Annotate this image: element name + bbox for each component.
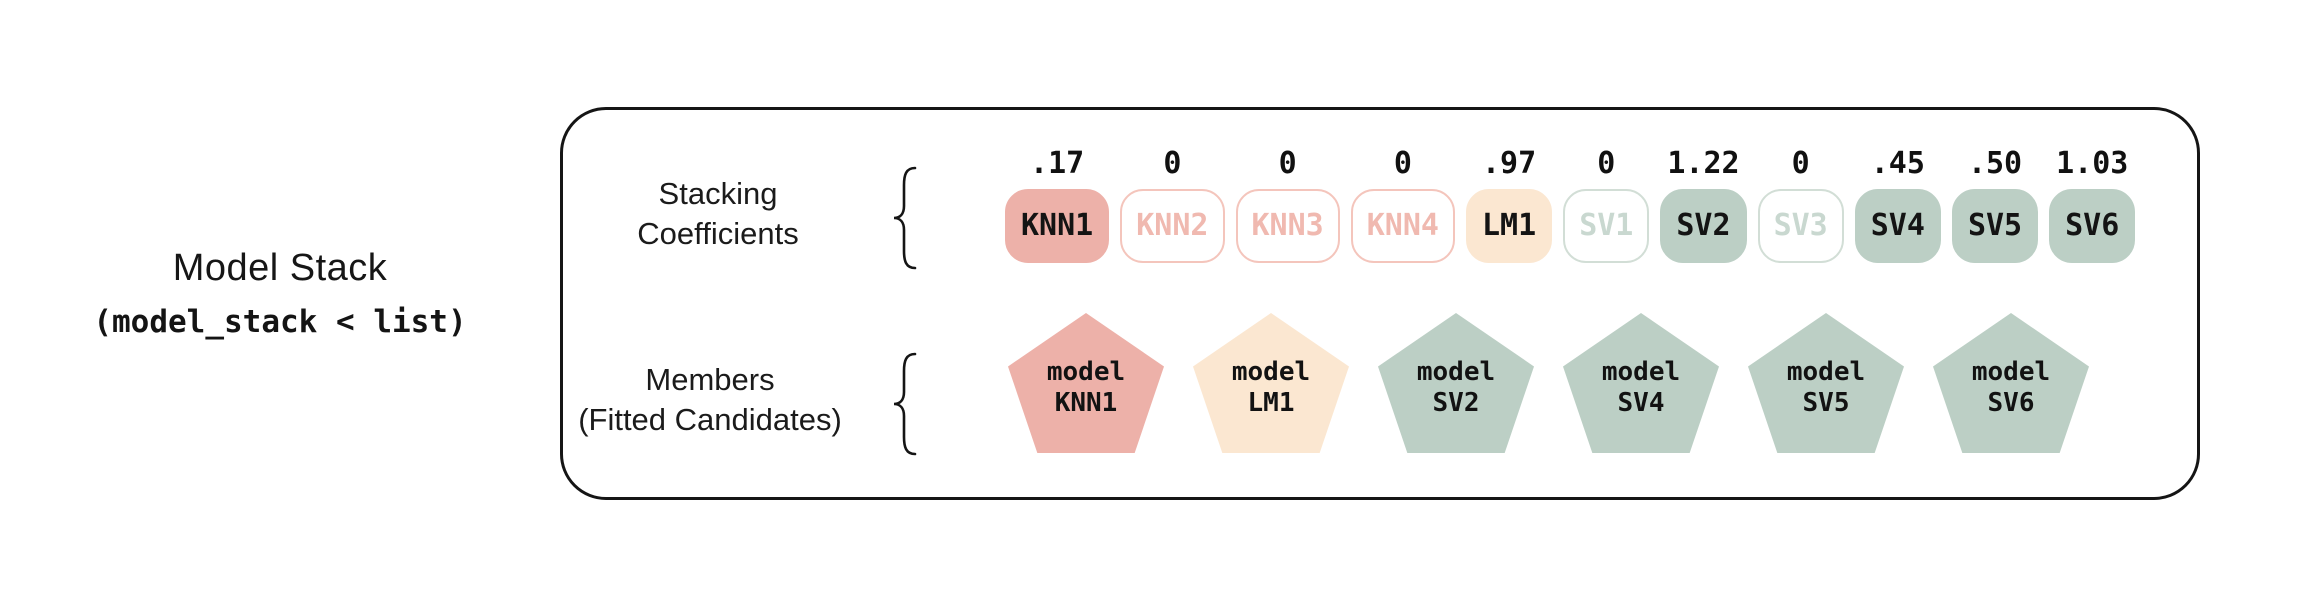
coefficient-value-sv4: .45 (1870, 146, 1925, 181)
members-label-line2: (Fitted Candidates) (578, 402, 842, 437)
stacking-coefficients-label-line2: Coefficients (637, 216, 799, 251)
coefficient-chip-sv3: SV3 (1757, 189, 1844, 263)
members-label-line1: Members (645, 362, 775, 397)
member-label-line2-sv2: SV2 (1432, 388, 1480, 418)
member-label-line2-sv4: SV4 (1617, 388, 1665, 418)
member-label-line2-sv6: SV6 (1987, 388, 2035, 418)
coefficient-value-sv1: 0 (1597, 146, 1616, 181)
stacking-coefficients-label: Stacking Coefficients (568, 174, 868, 254)
coefficient-value-sv2: 1.22 (1667, 146, 1740, 181)
coefficient-value-sv3: 0 (1791, 146, 1810, 181)
coefficient-chip-sv1: SV1 (1563, 189, 1650, 263)
brace-icon (893, 352, 917, 456)
brace-icon (893, 166, 917, 270)
coefficient-value-knn3: 0 (1278, 146, 1297, 181)
coefficient-chip-sv5: SV5 (1951, 189, 2039, 263)
stacking-coefficients-label-line1: Stacking (658, 176, 778, 211)
coefficient-chip-sv4: SV4 (1854, 189, 1941, 263)
model-stack-box (560, 107, 2200, 500)
model-stack-caption: Model Stack (model_stack < list) (40, 246, 520, 342)
members-label: Members (Fitted Candidates) (560, 360, 860, 440)
coefficient-chip-knn1: KNN1 (1005, 189, 1110, 263)
member-label-line2-lm1: LM1 (1247, 388, 1295, 418)
coefficient-value-sv5: .50 (1967, 146, 2023, 181)
member-label-line2-knn1: KNN1 (1054, 388, 1118, 418)
coefficient-chip-knn2: KNN2 (1120, 189, 1225, 263)
member-label-line1-sv6: model (1971, 357, 2051, 387)
coefficient-chip-sv2: SV2 (1660, 189, 1747, 263)
member-label-line2-sv5: SV5 (1802, 388, 1850, 418)
coefficient-value-sv6: 1.03 (2056, 146, 2129, 181)
page-subtitle: (model_stack < list) (93, 304, 467, 340)
member-label-line1-sv4: model (1601, 357, 1681, 387)
coefficient-value-lm1: .97 (1482, 146, 1537, 181)
coefficient-value-knn2: 0 (1163, 146, 1182, 181)
coefficient-value-knn1: .17 (1030, 146, 1085, 181)
coefficient-value-knn4: 0 (1393, 146, 1412, 181)
coefficient-chip-lm1: LM1 (1466, 189, 1553, 263)
member-label-line1-sv2: model (1416, 357, 1496, 387)
member-label-line1-lm1: model (1231, 357, 1311, 387)
coefficient-chip-sv6: SV6 (2049, 189, 2136, 263)
member-label-line1-sv5: model (1786, 357, 1866, 387)
coefficient-chip-knn3: KNN3 (1235, 189, 1340, 263)
page-title: Model Stack (172, 247, 388, 289)
member-label-line1-knn1: model (1046, 357, 1126, 387)
coefficient-chip-knn4: KNN4 (1350, 189, 1455, 263)
